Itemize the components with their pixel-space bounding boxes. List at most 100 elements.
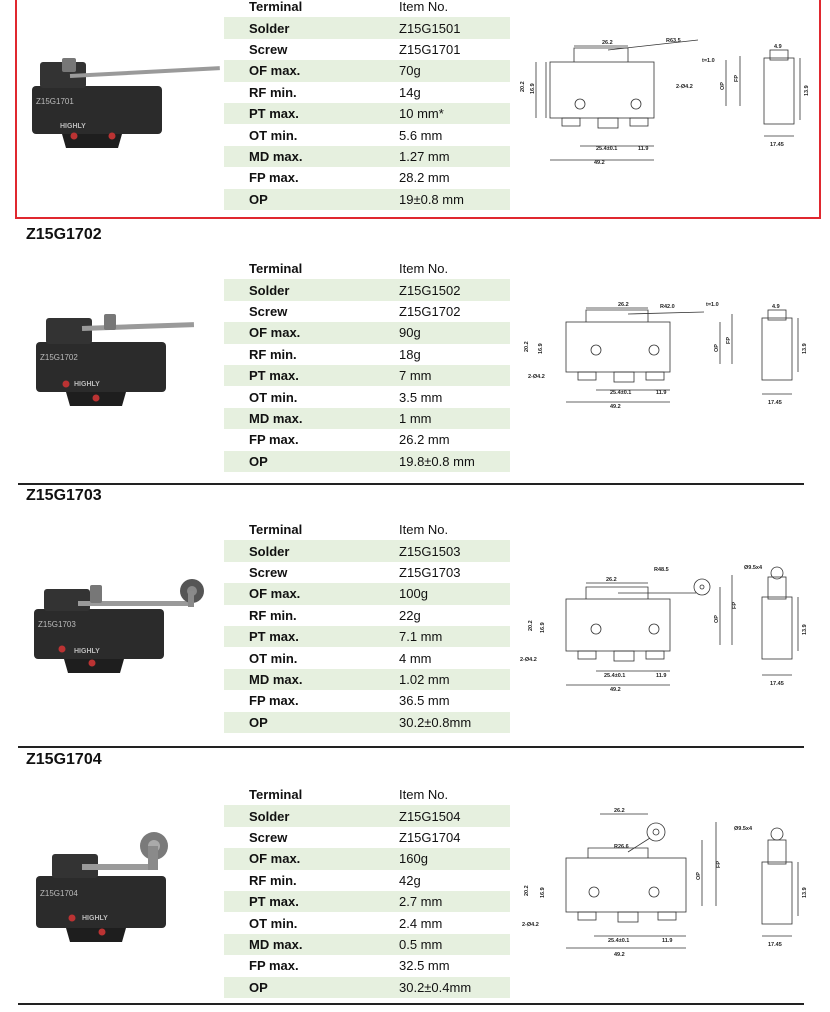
dim-length-4: 49.2 [614,952,625,958]
dim-offset-1: 11.9 [638,146,648,152]
dim-top-4: 26.2 [614,808,625,814]
section-divider [18,1003,804,1005]
dim-side-width-4: 17.45 [768,942,782,948]
table-row: PT max.10 mm* [224,102,510,125]
dim-top-3: 26.2 [606,577,617,583]
dim-side-width-2: 17.45 [768,400,782,406]
dim-side-height-2: 13.9 [802,343,808,354]
dim-height-outer-2: 20.2 [524,341,530,352]
dim-side-width-1: 17.45 [770,142,784,148]
switch-print-1: Z15G1701 [36,97,74,106]
brand-print-2: HIGHLY [74,381,100,388]
switch-photo-2: Z15G1702 HIGHLY [36,314,195,406]
dim-height-inner-4: 16.9 [540,887,546,898]
brand-print-1: HIGHLY [60,123,86,130]
highlight-box [15,0,821,219]
table-row: PT max.7.1 mm [224,625,510,648]
switch-print-2: Z15G1702 [40,353,78,362]
dim-radius-1: R63.5 [666,38,681,44]
dim-side-top-2: 4.9 [772,304,780,310]
switch-photo-4: Z15G1704 HIGHLY [36,832,168,942]
dim-op-2: OP [714,344,720,352]
dim-fp-2: FP [726,337,732,344]
dim-fp-1: FP [734,75,740,82]
dim-op-1: OP [720,82,726,90]
dim-pitch-3: 25.4±0.1 [604,673,625,679]
dim-offset-3: 11.9 [656,673,666,679]
dim-offset-2: 11.9 [656,390,666,396]
model-title-4: Z15G1704 [26,751,102,768]
table-row: MD max.1.27 mm [224,145,510,168]
switch-print-4: Z15G1704 [40,889,78,898]
table-row: MD max.1 mm [224,407,510,430]
table-row: FP max.26.2 mm [224,429,510,451]
table-row: FP max.32.5 mm [224,955,510,977]
table-row: PT max.7 mm [224,364,510,387]
dim-side-height-1: 13.9 [804,85,810,96]
model-title-3: Z15G1703 [26,487,102,504]
dim-hole-4: 2-Ø4.2 [522,922,539,928]
dim-height-inner-1: 16.9 [530,83,536,94]
dim-side-width-3: 17.45 [770,681,784,687]
dim-length-2: 49.2 [610,404,621,410]
dim-roller-4: Ø9.5x4 [734,826,753,832]
dim-top-1: 26.2 [602,40,613,46]
switch-photo-3: Z15G1703 HIGHLY [34,579,204,673]
dim-pitch-1: 25.4±0.1 [596,146,617,152]
table-row: RF min.14g [224,81,510,103]
dim-op-3: OP [714,615,720,623]
dim-height-inner-3: 16.9 [540,622,546,633]
dim-top-2: 26.2 [618,302,629,308]
table-row: OF max.160g [224,848,510,870]
dim-side-top-1: 4.9 [774,44,782,50]
switch-print-3: Z15G1703 [38,620,76,629]
dim-length-1: 49.2 [594,160,605,166]
table-row: OF max.70g [224,60,510,82]
table-row: OF max.90g [224,322,510,344]
dimension-drawing-4: 26.2 R26.6 Ø9.5x4 2-Ø4.2 20.2 16.9 25.4±… [522,808,808,958]
dim-fp-3: FP [732,602,738,609]
table-row: OT min.2.4 mm [224,912,510,934]
dim-thickness-2: t=1.0 [706,302,719,308]
dim-roller-3: Ø9.5x4 [744,565,763,571]
dim-length-3: 49.2 [610,687,621,693]
dimension-drawing-1: 26.2 R63.5 t=1.0 2-Ø4.2 20.2 16.9 25.4±0… [520,38,810,166]
dim-radius-2: R42.0 [660,304,675,310]
dim-pitch-4: 25.4±0.1 [608,938,629,944]
table-row: OT min.5.6 mm [224,124,510,146]
brand-print-4: HIGHLY [82,915,108,922]
section-divider [18,746,804,748]
dim-height-outer-3: 20.2 [528,620,534,631]
dim-hole-3: 2-Ø4.2 [520,657,537,663]
dim-offset-4: 11.9 [662,938,672,944]
table-row: RF min.22g [224,604,510,626]
model-title-2: Z15G1702 [26,226,102,243]
dim-side-height-3: 13.9 [802,624,808,635]
dim-thickness-1: t=1.0 [702,58,715,64]
table-row: MD max.1.02 mm [224,668,510,691]
dim-height-outer-1: 20.2 [520,81,526,92]
table-row: FP max.28.2 mm [224,167,510,189]
dim-radius-3: R48.5 [654,567,669,573]
dim-height-outer-4: 20.2 [524,885,530,896]
dim-side-height-4: 13.9 [802,887,808,898]
dimension-drawing-3: 26.2 R48.5 Ø9.5x4 2-Ø4.2 20.2 16.9 25.4±… [520,565,808,693]
dim-op-4: OP [696,872,702,880]
